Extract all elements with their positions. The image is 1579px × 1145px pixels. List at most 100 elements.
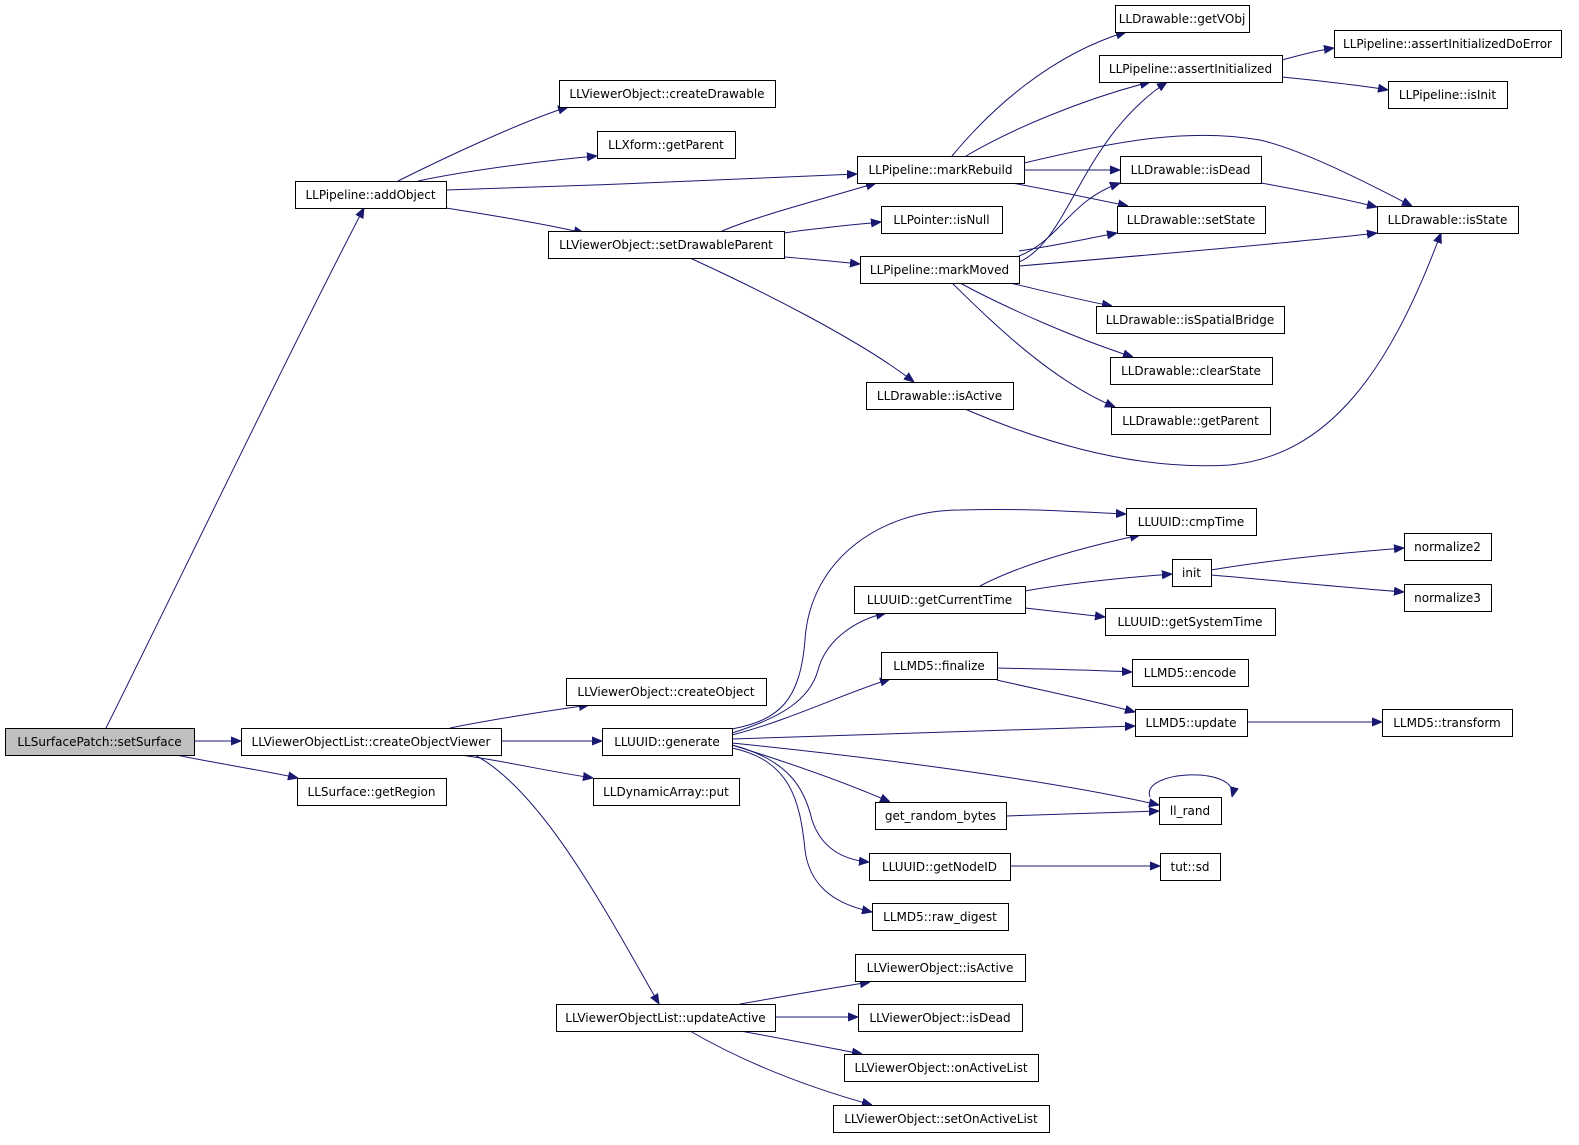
node-label: LLDrawable::getParent: [1122, 414, 1259, 428]
edge-markMoved-to-drawableGetParent: [951, 282, 1115, 407]
node-sd[interactable]: tut::sd: [1160, 853, 1221, 881]
node-assertInitializedDoError[interactable]: LLPipeline::assertInitializedDoError: [1334, 30, 1562, 58]
edge-assertInitialized-to-isInit: [1281, 76, 1388, 90]
node-isSpatialBridge[interactable]: LLDrawable::isSpatialBridge: [1096, 306, 1285, 334]
node-label: normalize3: [1414, 591, 1481, 605]
node-llRand[interactable]: ll_rand: [1159, 797, 1222, 825]
edge-drawableIsActive-to-isState: [964, 233, 1441, 467]
node-createObject[interactable]: LLViewerObject::createObject: [566, 678, 767, 706]
node-box: [1132, 659, 1249, 687]
node-label: LLViewerObject::createDrawable: [569, 87, 764, 101]
node-setSurface[interactable]: LLSurfacePatch::setSurface: [5, 728, 195, 756]
edge-markMoved-to-drawableIsDead: [1018, 183, 1120, 257]
node-update[interactable]: LLMD5::update: [1135, 709, 1248, 737]
node-box: [1099, 55, 1283, 83]
node-label: LLPipeline::assertInitialized: [1109, 62, 1272, 76]
node-voIsActive[interactable]: LLViewerObject::isActive: [855, 954, 1026, 982]
node-label: LLViewerObject::onActiveList: [854, 1061, 1027, 1075]
node-init[interactable]: init: [1172, 559, 1212, 587]
node-box: [559, 80, 776, 108]
node-label: LLXform::getParent: [608, 138, 724, 152]
node-getRegion[interactable]: LLSurface::getRegion: [297, 778, 447, 806]
node-getRandomBytes[interactable]: get_random_bytes: [875, 802, 1007, 830]
function-nodes: LLSurfacePatch::setSurface LLPipeline::ad…: [5, 5, 1562, 1133]
edge-addObject-to-setDrawableParent: [445, 207, 584, 233]
edge-updateActive-to-onActiveList: [739, 1030, 862, 1054]
node-getCurrentTime[interactable]: LLUUID::getCurrentTime: [854, 586, 1026, 614]
node-onActiveList[interactable]: LLViewerObject::onActiveList: [844, 1054, 1039, 1082]
node-box: [1135, 709, 1248, 737]
node-label: LLUUID::generate: [614, 735, 720, 749]
node-normalize2[interactable]: normalize2: [1404, 533, 1492, 561]
node-label: LLViewerObject::isActive: [867, 961, 1014, 975]
edge-createObjectViewer-to-createObject: [449, 705, 589, 729]
node-label: LLDrawable::isActive: [877, 389, 1002, 403]
node-box: [1115, 5, 1250, 33]
node-put[interactable]: LLDynamicArray::put: [593, 778, 740, 806]
node-label: LLViewerObjectList::updateActive: [565, 1011, 765, 1025]
node-box: [602, 728, 733, 756]
node-drawableGetParent[interactable]: LLDrawable::getParent: [1111, 407, 1271, 435]
node-voIsDead[interactable]: LLViewerObject::isDead: [858, 1004, 1023, 1032]
node-createDrawable[interactable]: LLViewerObject::createDrawable: [559, 80, 776, 108]
node-setState[interactable]: LLDrawable::setState: [1117, 206, 1266, 234]
edge-setDrawableParent-to-markRebuild: [721, 183, 876, 232]
edge-markMoved-to-isState: [1018, 233, 1377, 267]
node-markMoved[interactable]: LLPipeline::markMoved: [860, 256, 1020, 284]
node-setDrawableParent[interactable]: LLViewerObject::setDrawableParent: [548, 231, 785, 259]
node-finalize[interactable]: LLMD5::finalize: [881, 652, 998, 680]
edge-finalize-to-update: [996, 679, 1135, 712]
node-box: [1105, 608, 1276, 636]
node-box: [875, 802, 1007, 830]
node-drawableIsDead[interactable]: LLDrawable::isDead: [1120, 156, 1262, 184]
node-label: LLPipeline::addObject: [305, 188, 435, 202]
node-normalize3[interactable]: normalize3: [1404, 584, 1492, 612]
edge-markRebuild-to-setState: [1011, 182, 1128, 206]
edge-createObjectViewer-to-updateActive: [474, 754, 659, 1004]
node-box: [1160, 853, 1221, 881]
node-drawableIsActive[interactable]: LLDrawable::isActive: [866, 382, 1014, 410]
node-box: [881, 206, 1003, 234]
node-getNodeID[interactable]: LLUUID::getNodeID: [869, 853, 1011, 881]
edge-markRebuild-to-assertInitialized: [965, 82, 1150, 157]
node-getVObj[interactable]: LLDrawable::getVObj: [1115, 5, 1250, 33]
node-createObjectViewer[interactable]: LLViewerObjectList::createObjectViewer: [241, 728, 502, 756]
edge-createObjectViewer-to-put: [459, 754, 593, 778]
node-label: LLPipeline::markRebuild: [868, 163, 1012, 177]
node-box: [1388, 81, 1508, 109]
node-addObject[interactable]: LLPipeline::addObject: [295, 181, 447, 209]
edge-generate-to-getNodeID: [731, 744, 869, 862]
node-box: [1382, 709, 1513, 737]
call-edges: [105, 32, 1441, 1105]
node-box: [556, 1004, 776, 1032]
node-clearState[interactable]: LLDrawable::clearState: [1110, 357, 1273, 385]
edge-markRebuild-to-isState: [1023, 134, 1412, 206]
node-cmpTime[interactable]: LLUUID::cmpTime: [1126, 508, 1257, 536]
node-box: [858, 1004, 1023, 1032]
edge-generate-to-getRandomBytes: [731, 744, 890, 802]
node-box: [593, 778, 740, 806]
node-isState[interactable]: LLDrawable::isState: [1377, 206, 1519, 234]
node-box: [857, 156, 1025, 184]
node-rawDigest[interactable]: LLMD5::raw_digest: [872, 903, 1009, 931]
node-label: LLViewerObject::setOnActiveList: [844, 1112, 1038, 1126]
node-assertInitialized[interactable]: LLPipeline::assertInitialized: [1099, 55, 1283, 83]
node-generate[interactable]: LLUUID::generate: [602, 728, 733, 756]
node-label: LLPipeline::assertInitializedDoError: [1343, 37, 1552, 51]
node-box: [1117, 206, 1266, 234]
node-isInit[interactable]: LLPipeline::isInit: [1388, 81, 1508, 109]
edge-setSurface-to-getRegion: [175, 754, 298, 778]
node-label: LLSurface::getRegion: [308, 785, 436, 799]
node-encode[interactable]: LLMD5::encode: [1132, 659, 1249, 687]
node-box: [1404, 533, 1492, 561]
node-box: [833, 1105, 1050, 1133]
node-isNull[interactable]: LLPointer::isNull: [881, 206, 1003, 234]
edge-markMoved-to-setState: [1018, 233, 1117, 252]
node-getSystemTime[interactable]: LLUUID::getSystemTime: [1105, 608, 1276, 636]
node-transform[interactable]: LLMD5::transform: [1382, 709, 1513, 737]
node-xformGetParent[interactable]: LLXform::getParent: [597, 131, 736, 159]
node-updateActive[interactable]: LLViewerObjectList::updateActive: [556, 1004, 776, 1032]
node-markRebuild[interactable]: LLPipeline::markRebuild: [857, 156, 1025, 184]
node-setOnActiveList[interactable]: LLViewerObject::setOnActiveList: [833, 1105, 1050, 1133]
node-box: [869, 853, 1011, 881]
